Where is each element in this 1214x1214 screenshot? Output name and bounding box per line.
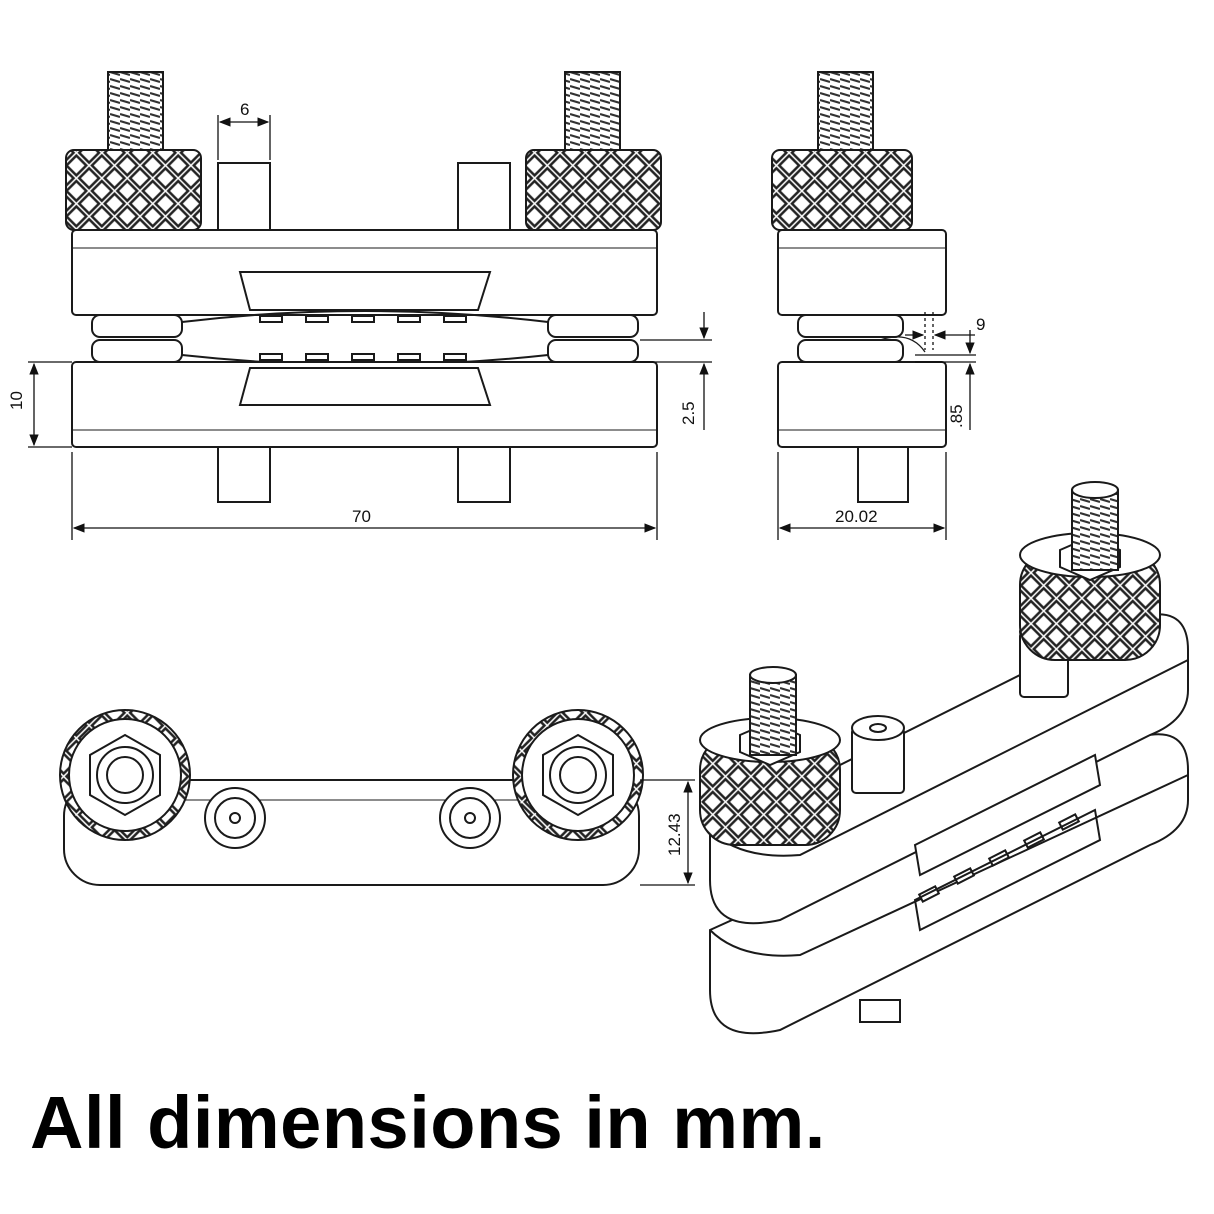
top-view	[59, 709, 644, 886]
left-pin-lower	[217, 446, 271, 503]
side-pin-lower	[857, 446, 909, 503]
side-top-plate	[777, 229, 947, 316]
dim-top-depth: 12.43	[665, 813, 684, 856]
dim-pin-width: 6	[240, 100, 249, 119]
isometric-view	[699, 481, 1189, 1035]
left-stud-thread	[107, 71, 164, 155]
iso-left-stud	[749, 674, 797, 756]
right-knurled-nut	[525, 149, 662, 231]
dim-small-gap: 9	[976, 315, 985, 334]
left-pin-upper	[217, 162, 271, 234]
technical-drawing: 70 6 10 2.5 20.02 9 .85	[7, 71, 1189, 1035]
top-dimensions	[640, 779, 695, 886]
units-caption: All dimensions in mm.	[30, 1081, 826, 1164]
left-knurled-nut	[65, 149, 202, 231]
right-pin-upper	[457, 162, 511, 234]
dim-gap: 2.5	[679, 401, 698, 425]
side-knurled-nut	[771, 149, 913, 231]
side-stud-thread	[817, 71, 874, 155]
side-bottom-plate	[777, 361, 947, 448]
iso-right-stud	[1071, 489, 1119, 571]
dim-total-length: 70	[352, 507, 371, 526]
front-view	[65, 71, 662, 503]
right-pin-lower	[457, 446, 511, 503]
side-dimensions	[777, 312, 976, 540]
dim-side-height: .85	[947, 404, 966, 428]
dim-plate-height: 10	[7, 391, 26, 410]
dim-side-width: 20.02	[835, 507, 878, 526]
front-dimensions	[28, 115, 712, 540]
contact-pads-lower	[259, 353, 467, 361]
side-view	[771, 71, 947, 503]
contact-pads-upper	[259, 315, 467, 323]
right-stud-thread	[564, 71, 621, 155]
